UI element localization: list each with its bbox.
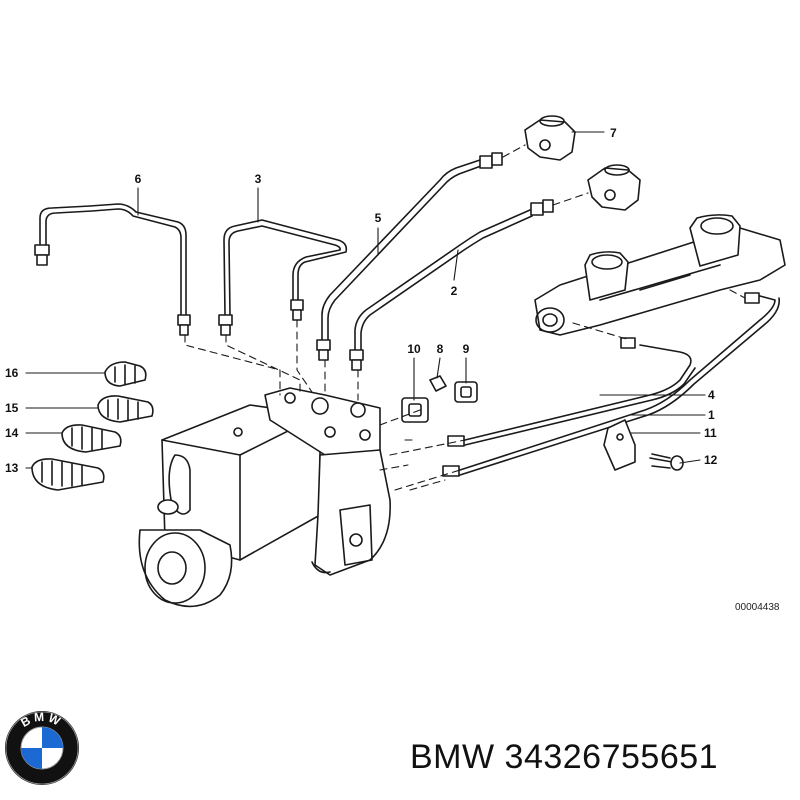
grommet-9 [454,381,478,403]
bracket-11 [603,419,636,471]
callout-12: 12 [704,453,718,467]
hydraulic-unit [138,387,391,608]
callout-5: 5 [375,211,382,225]
callout-14: 14 [5,426,19,440]
callout-11: 11 [704,426,717,440]
spacer-8 [429,375,447,392]
callout-15: 15 [5,401,19,415]
svg-text:BMW: BMW [18,710,65,730]
diagram-reference-number: 00004438 [735,602,780,613]
callout-2: 2 [451,284,458,298]
master-cylinder [534,214,786,336]
bmw-roundel-icon: BMW [5,710,79,785]
callout-16: 16 [5,366,19,380]
callout-8: 8 [437,342,444,356]
screw-12 [649,453,684,471]
callout-6: 6 [135,172,142,186]
callout-10: 10 [407,342,421,356]
part-number: 34326755651 [504,738,719,776]
brake-pipe-4 [447,337,696,447]
callout-13: 13 [5,461,19,475]
brake-pipe-6 [34,203,191,336]
callout-7: 7 [610,126,617,140]
grommet-10 [401,397,429,423]
callout-3: 3 [255,172,262,186]
pipe-clamp-14 [61,424,122,453]
distributor-fitting-7b [587,164,641,211]
callout-9: 9 [463,342,470,356]
callout-1: 1 [708,408,715,422]
pipe-clamp-15 [97,395,154,423]
part-number-caption: BMW 34326755651 [410,738,718,777]
callout-4: 4 [708,388,715,402]
distributor-fitting-7a [524,115,576,161]
pipe-clamp-16 [104,361,147,387]
pipe-clamp-13 [31,458,105,491]
brake-pipe-5 [316,152,503,361]
brake-pipe-2 [349,199,554,371]
callout-leaders [25,131,706,469]
brand-name: BMW [410,738,495,776]
dashed-leaders [184,144,746,491]
